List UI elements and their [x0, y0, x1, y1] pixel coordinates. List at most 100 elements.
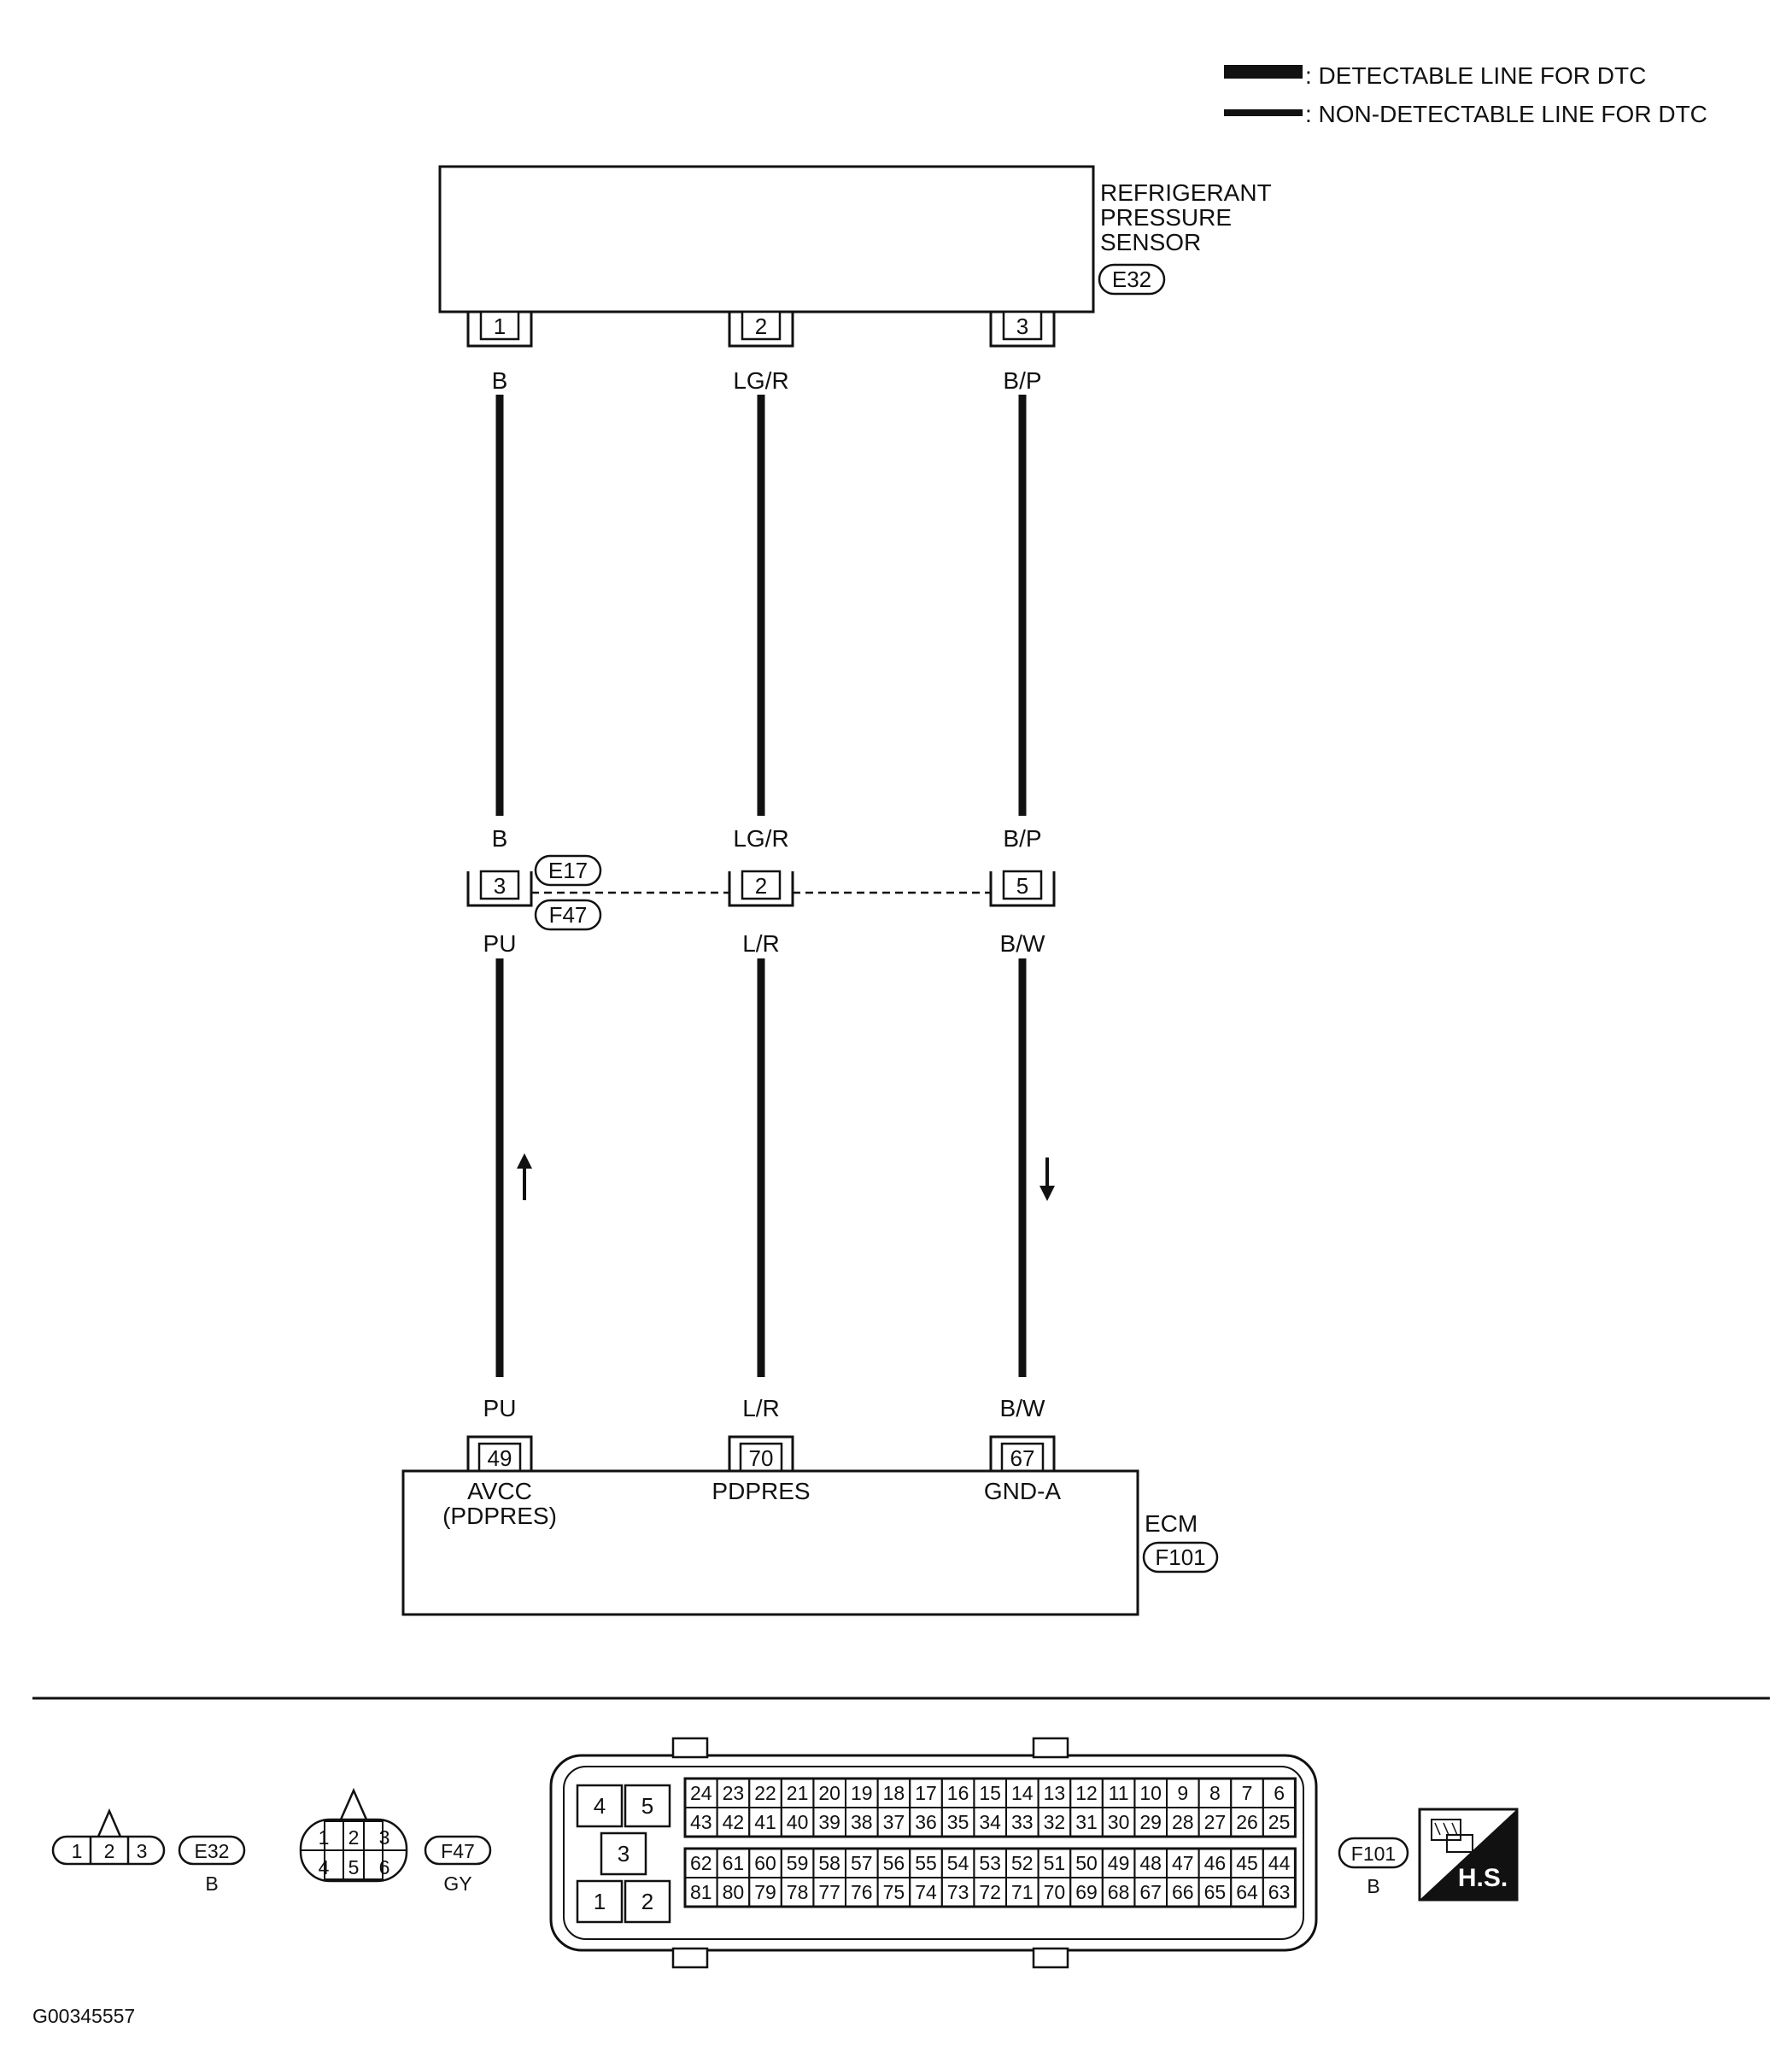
- f101-terminal-number: 32: [1044, 1811, 1066, 1833]
- sensor-connector-badge: [1098, 263, 1166, 296]
- ecm-pin-49: 49: [466, 1435, 533, 1473]
- f101-terminal-number: 41: [754, 1811, 776, 1833]
- f101-terminal-number: 45: [1236, 1852, 1258, 1874]
- svg-text:2: 2: [104, 1840, 115, 1862]
- joint-upper-connector-badge: [534, 854, 602, 887]
- figure-id: G00345557: [32, 2005, 135, 2027]
- f101-terminal-number: 34: [979, 1811, 1001, 1833]
- e32-color: B: [205, 1872, 218, 1895]
- f101-terminal-number: 64: [1236, 1881, 1258, 1903]
- f101-terminal-number: 77: [818, 1881, 840, 1903]
- wire-2-mid-pin: 2: [755, 873, 767, 899]
- f101-terminal-number: 19: [851, 1782, 873, 1804]
- ecm-name: ECM: [1145, 1510, 1198, 1537]
- wire-2-bottom-color: L/R: [742, 1395, 780, 1421]
- f101-terminal-number: 37: [883, 1811, 905, 1833]
- legend-detectable-swatch: [1224, 65, 1303, 79]
- f101-terminal-number: 67: [1139, 1881, 1162, 1903]
- f101-terminal-number: 72: [979, 1881, 1001, 1903]
- f101-terminal-number: 49: [1108, 1852, 1130, 1874]
- svg-text:1: 1: [594, 1889, 606, 1914]
- ecm-terminal-gnd-a: GND-A: [984, 1478, 1062, 1504]
- joint-upper-connector-id: E17: [548, 858, 588, 883]
- harness-side-icon: H.S.: [1418, 1808, 1519, 1902]
- svg-text:1: 1: [319, 1826, 330, 1849]
- f101-terminal-number: 74: [915, 1881, 937, 1903]
- sensor-pin-1: 1: [466, 310, 533, 348]
- svg-text:3: 3: [618, 1841, 630, 1867]
- ecm-pin-70: 70: [728, 1435, 794, 1473]
- f101-color: B: [1367, 1875, 1379, 1897]
- f101-terminal-number: 29: [1139, 1811, 1162, 1833]
- f101-terminal-number: 42: [723, 1811, 745, 1833]
- svg-text:F101: F101: [1351, 1843, 1396, 1865]
- f101-terminal-number: 69: [1075, 1881, 1098, 1903]
- f101-terminal-number: 73: [947, 1881, 969, 1903]
- f101-terminal-number: 52: [1011, 1852, 1034, 1874]
- svg-text:70: 70: [749, 1445, 774, 1471]
- f101-terminal-number: 57: [851, 1852, 873, 1874]
- f101-terminal-number: 54: [947, 1852, 969, 1874]
- f101-terminal-number: 47: [1172, 1852, 1194, 1874]
- f101-terminal-number: 51: [1044, 1852, 1066, 1874]
- wire-2-mid-color-bottom: L/R: [742, 930, 780, 957]
- f101-terminal-number: 38: [851, 1811, 873, 1833]
- ecm: AVCC (PDPRES) PDPRES GND-A ECM F101: [401, 1469, 1219, 1616]
- f101-terminal-number: 70: [1044, 1881, 1066, 1903]
- sensor-box: [438, 165, 1095, 314]
- f101-terminal-number: 80: [723, 1881, 745, 1903]
- sensor-connector-id: E32: [1112, 267, 1151, 292]
- svg-text:1: 1: [72, 1840, 83, 1862]
- wire-1-mid-color-bottom: PU: [483, 930, 517, 957]
- svg-text:F47: F47: [441, 1840, 475, 1862]
- f101-terminal-number: 71: [1011, 1881, 1034, 1903]
- f101-terminal-number: 46: [1204, 1852, 1227, 1874]
- legend-non-detectable-swatch: [1224, 109, 1303, 116]
- f47-color: GY: [443, 1872, 471, 1895]
- f101-terminal-number: 13: [1044, 1782, 1066, 1804]
- f101-terminal-block: [683, 1847, 1297, 1908]
- wire-3-top-color: B/P: [1003, 367, 1041, 394]
- svg-text:3: 3: [1016, 314, 1028, 339]
- f101-terminal-number: 44: [1268, 1852, 1291, 1874]
- f101-terminal-number: 53: [979, 1852, 1001, 1874]
- ecm-pin-67: 67: [989, 1435, 1056, 1473]
- f101-terminal-number: 25: [1268, 1811, 1291, 1833]
- legend: : DETECTABLE LINE FOR DTC : NON-DETECTAB…: [1224, 62, 1707, 127]
- f101-terminal-number: 14: [1011, 1782, 1034, 1804]
- f101-terminal-number: 50: [1075, 1852, 1098, 1874]
- f101-terminal-number: 15: [979, 1782, 1001, 1804]
- sensor-name-line-2: PRESSURE: [1100, 204, 1232, 231]
- svg-text:2: 2: [641, 1889, 653, 1914]
- sensor-pin-3: 3: [989, 310, 1056, 348]
- svg-text:6: 6: [379, 1856, 390, 1878]
- legend-detectable-label: : DETECTABLE LINE FOR DTC: [1305, 62, 1646, 89]
- e32-id-badge: [178, 1835, 246, 1866]
- wire-3-mid-color-top: B/P: [1003, 825, 1041, 852]
- sensor-pin-2: 2: [728, 310, 794, 348]
- f101-terminal-number: 81: [690, 1881, 712, 1903]
- f101-terminal-number: 40: [787, 1811, 809, 1833]
- f101-terminal-number: 7: [1242, 1782, 1253, 1804]
- ecm-connector-badge: [1142, 1541, 1219, 1574]
- ecm-terminal-avcc-sub: (PDPRES): [442, 1503, 557, 1529]
- joint-connector: E17 F47: [531, 854, 991, 931]
- f101-terminal-number: 61: [723, 1852, 745, 1874]
- legend-non-detectable-label: : NON-DETECTABLE LINE FOR DTC: [1305, 101, 1707, 127]
- f101-terminal-number: 56: [883, 1852, 905, 1874]
- f101-terminal-number: 21: [787, 1782, 809, 1804]
- ecm-terminal-pdpres: PDPRES: [712, 1478, 810, 1504]
- f101-terminal-number: 8: [1209, 1782, 1221, 1804]
- f101-terminal-number: 31: [1075, 1811, 1098, 1833]
- sensor-name-line-1: REFRIGERANT: [1100, 179, 1272, 206]
- svg-text:E32: E32: [195, 1840, 230, 1862]
- f101-terminal-number: 39: [818, 1811, 840, 1833]
- f101-terminal-number: 28: [1172, 1811, 1194, 1833]
- f47-id-badge: [424, 1835, 492, 1866]
- wire-3: B/P B/P 5 B/W B/W: [989, 367, 1056, 1421]
- svg-text:2: 2: [348, 1826, 360, 1849]
- f101-terminal-number: 22: [754, 1782, 776, 1804]
- f101-terminal-number: 36: [915, 1811, 937, 1833]
- sensor-name-line-3: SENSOR: [1100, 229, 1201, 255]
